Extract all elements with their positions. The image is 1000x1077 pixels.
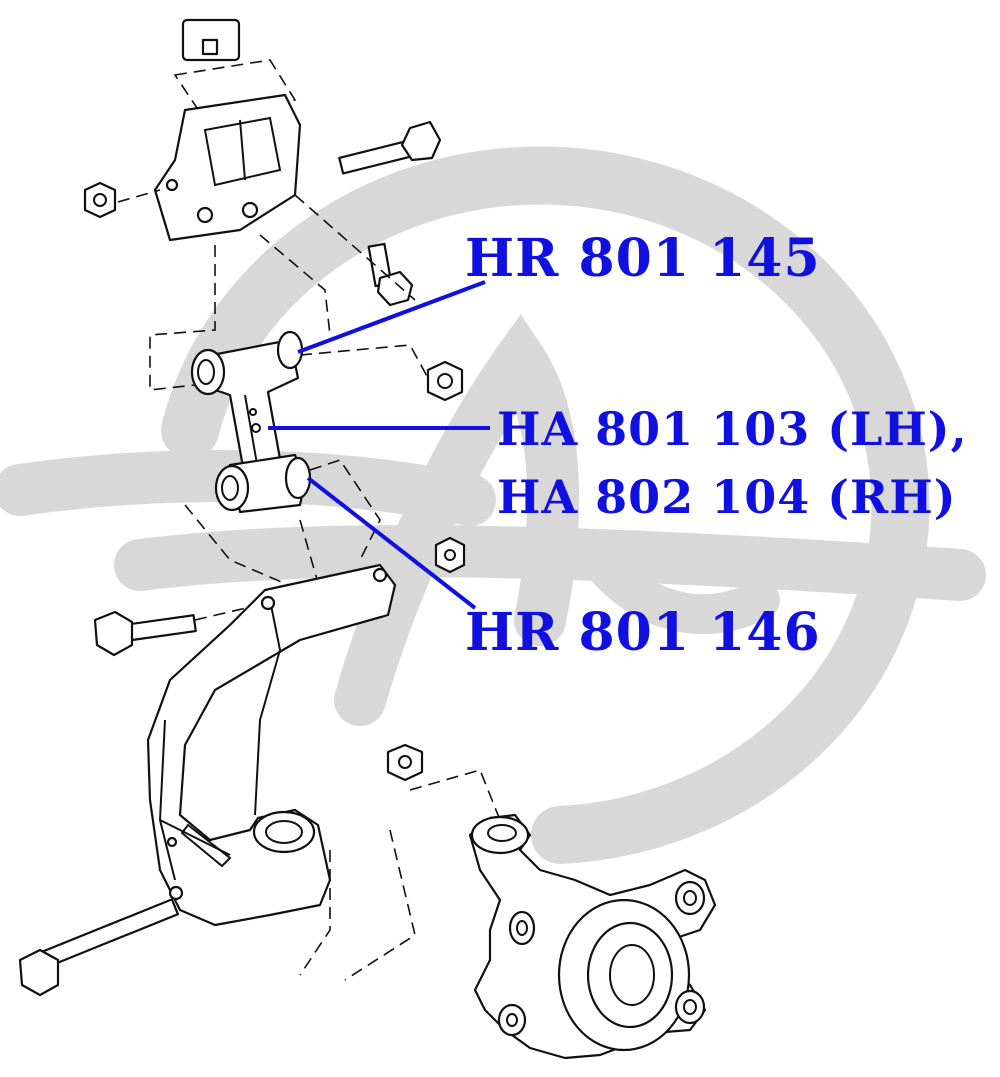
mounting-bracket: [153, 18, 302, 242]
leader-upper-bushing: [297, 280, 486, 354]
bolt-bottom-left: [18, 898, 179, 997]
bolt-left-mid: [93, 610, 197, 657]
lateral-link: [190, 330, 312, 514]
callout-lower-bushing: HR 801 146: [465, 602, 821, 663]
upper-bushing: [190, 330, 304, 396]
hex-nut-right: [426, 360, 464, 402]
callout-link-lh: HA 801 103 (LH),: [497, 402, 968, 456]
callout-link-rh: HA 802 104 (RH): [497, 470, 957, 524]
nut-lower: [386, 743, 424, 782]
bolt-vertical: [367, 242, 414, 307]
callout-leaders: [268, 280, 490, 610]
bolt-upper-right: [338, 120, 442, 175]
callout-upper-bushing: HR 801 145: [465, 228, 821, 289]
leader-lower-bushing: [306, 476, 477, 610]
hardware-group: [18, 120, 466, 997]
hex-nut-mid: [434, 536, 466, 574]
hex-nut-left: [83, 181, 117, 219]
carrier-arm: [146, 563, 397, 927]
lower-bushing: [214, 453, 312, 514]
steering-knuckle: [468, 813, 717, 1060]
